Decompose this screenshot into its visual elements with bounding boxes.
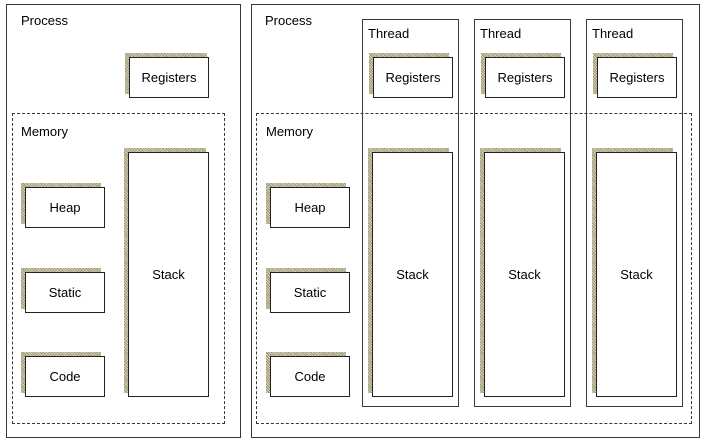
thread-stack-label: Stack — [620, 267, 653, 282]
thread-stack-box: Stack — [484, 152, 565, 397]
thread-stack-label: Stack — [396, 267, 429, 282]
single-process-memory — [12, 113, 225, 424]
static-label: Static — [293, 285, 327, 300]
single-thread-process — [6, 4, 241, 438]
code-label: Code — [49, 369, 81, 384]
multi-thread-process — [251, 4, 700, 438]
thread-registers-box: Registers — [597, 57, 677, 98]
registers-label: Registers — [141, 70, 197, 85]
heap-label: Heap — [294, 200, 326, 215]
thread-registers-box: Registers — [373, 57, 453, 98]
multi-memory-label: Memory — [266, 124, 313, 139]
static-box: Static — [25, 272, 105, 313]
thread-frame — [474, 19, 571, 407]
code-label: Code — [294, 369, 326, 384]
thread-registers-label: Registers — [385, 70, 441, 85]
thread-stack-box: Stack — [596, 152, 677, 397]
heap-box: Heap — [25, 187, 105, 228]
thread-label: Thread — [368, 26, 410, 41]
thread-label: Thread — [592, 26, 634, 41]
static-box: Static — [270, 272, 350, 313]
thread-frame — [586, 19, 683, 407]
static-label: Static — [48, 285, 82, 300]
thread-registers-label: Registers — [609, 70, 665, 85]
multi-process-label: Process — [265, 13, 312, 28]
code-box: Code — [25, 356, 105, 397]
single-process-label: Process — [21, 13, 68, 28]
code-box: Code — [270, 356, 350, 397]
thread-registers-label: Registers — [497, 70, 553, 85]
single-memory-label: Memory — [21, 124, 68, 139]
stack-box: Stack — [128, 152, 209, 397]
stack-label: Stack — [152, 267, 185, 282]
thread-stack-box: Stack — [372, 152, 453, 397]
registers-box: Registers — [129, 57, 209, 98]
thread-frame — [362, 19, 459, 407]
thread-registers-box: Registers — [485, 57, 565, 98]
thread-label: Thread — [480, 26, 522, 41]
heap-box: Heap — [270, 187, 350, 228]
thread-stack-label: Stack — [508, 267, 541, 282]
heap-label: Heap — [49, 200, 81, 215]
